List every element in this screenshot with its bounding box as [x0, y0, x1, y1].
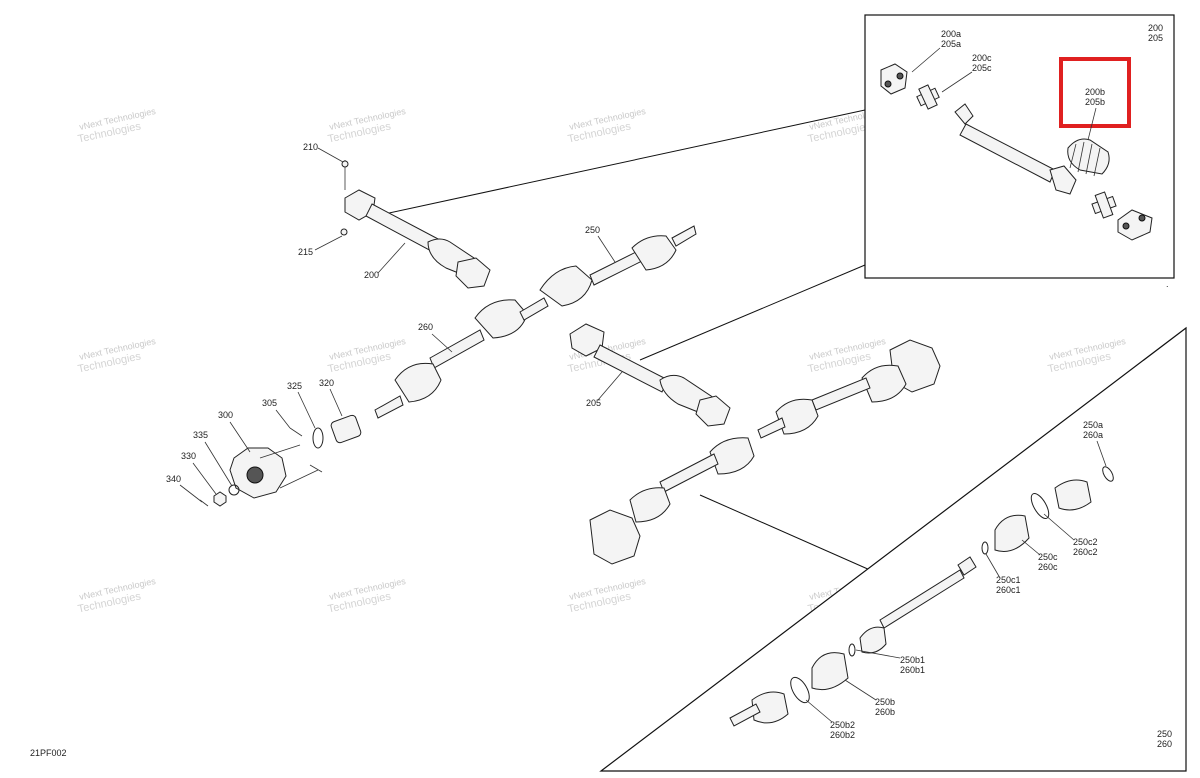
part-label-325: 325 — [287, 381, 302, 391]
callout-leader — [379, 109, 866, 216]
part-label-250c1: 250c1 — [996, 575, 1021, 585]
drive-shaft-260 — [374, 297, 549, 419]
yoke-icon — [1117, 209, 1153, 241]
part-label-330: 330 — [181, 451, 196, 461]
inset-header-200: 200 — [1148, 23, 1163, 33]
part-label-260c: 260c — [1038, 562, 1058, 572]
universal-joint-cross-icon — [1091, 191, 1117, 219]
part-label-250c2: 250c2 — [1073, 537, 1098, 547]
inset-dot: . — [1166, 279, 1169, 289]
part-label-260b: 260b — [875, 707, 895, 717]
part-label-260c2: 260c2 — [1073, 547, 1098, 557]
highlight-box[interactable] — [1059, 57, 1131, 128]
inset-frame — [599, 326, 1187, 772]
diagram-id: 21PF002 — [30, 748, 67, 758]
part-label-205: 205 — [586, 398, 601, 408]
part-label-200b[interactable]: 200b — [1085, 87, 1105, 97]
part-label-260: 260 — [418, 322, 433, 332]
inset-footer-260: 260 — [1157, 739, 1172, 749]
part-label-200a: 200a — [941, 29, 961, 39]
part-label-250b2: 250b2 — [830, 720, 855, 730]
part-label-205b[interactable]: 205b — [1085, 97, 1105, 107]
drive-shaft-250 — [539, 225, 697, 307]
part-label-335: 335 — [193, 430, 208, 440]
universal-joint-cross-icon — [916, 84, 940, 110]
propshaft-205 — [569, 323, 731, 427]
part-label-260a: 260a — [1083, 430, 1103, 440]
part-label-200: 200 — [364, 270, 379, 280]
hub-assembly — [199, 414, 362, 507]
propshaft-200 — [340, 160, 491, 289]
inset-propshaft: 200 205 200a 205a 200c 205c — [864, 14, 1175, 289]
part-label-250: 250 — [585, 225, 600, 235]
propshaft-icon — [954, 103, 1077, 195]
rear-axle-assembly — [589, 339, 941, 565]
part-label-205c: 205c — [972, 63, 992, 73]
inset-header-205: 205 — [1148, 33, 1163, 43]
part-label-300: 300 — [218, 410, 233, 420]
part-label-205a: 205a — [941, 39, 961, 49]
part-label-250c: 250c — [1038, 552, 1058, 562]
part-label-250b1: 250b1 — [900, 655, 925, 665]
part-label-340: 340 — [166, 474, 181, 484]
part-label-260b2: 260b2 — [830, 730, 855, 740]
part-label-210: 210 — [303, 142, 318, 152]
inset-footer-250: 250 — [1157, 729, 1172, 739]
yoke-icon — [880, 63, 908, 95]
inset-frame — [864, 14, 1175, 279]
part-label-305: 305 — [262, 398, 277, 408]
part-label-320: 320 — [319, 378, 334, 388]
part-label-215: 215 — [298, 247, 313, 257]
rubber-boot-icon — [1067, 138, 1110, 177]
part-label-260b1: 260b1 — [900, 665, 925, 675]
part-label-200c: 200c — [972, 53, 992, 63]
inset-cv-shaft: 250 260 250a 260a 250c2 260c2 250c 260c … — [599, 326, 1187, 772]
part-label-250b: 250b — [875, 697, 895, 707]
part-label-260c1: 260c1 — [996, 585, 1021, 595]
callout-leader — [639, 264, 866, 361]
part-label-250a: 250a — [1083, 420, 1103, 430]
callout-leader — [699, 494, 871, 571]
